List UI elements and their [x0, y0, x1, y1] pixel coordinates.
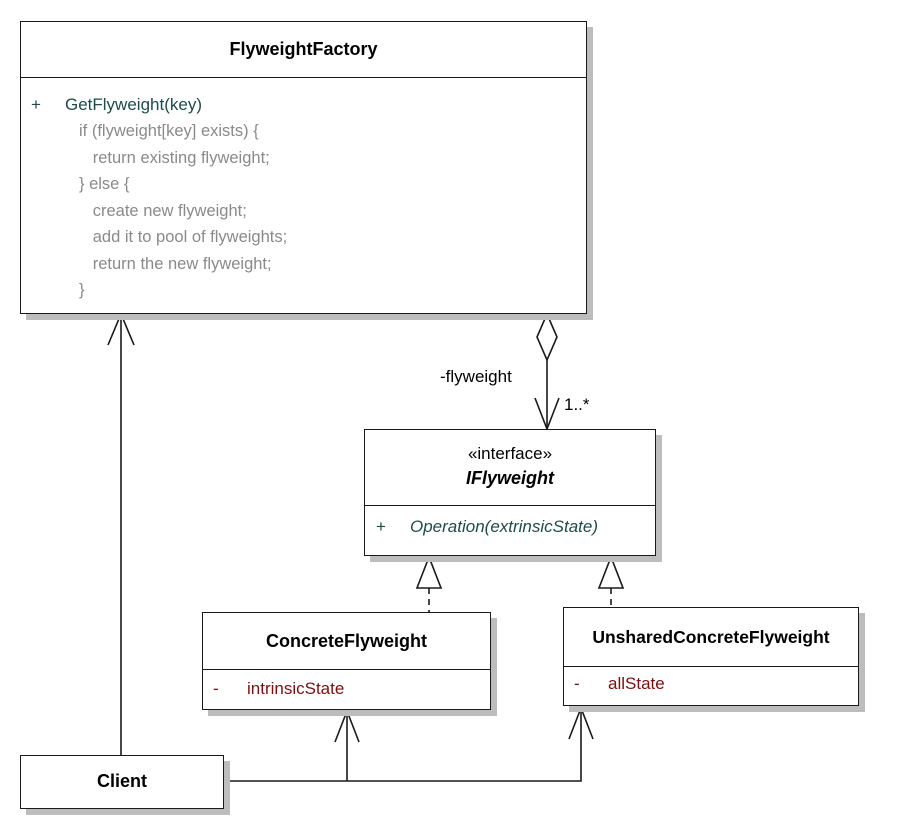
concrete-flyweight-class: ConcreteFlyweight - intrinsicState [202, 612, 491, 710]
attribute-visibility: - [213, 679, 219, 698]
client-factory-association [107, 311, 135, 755]
concrete-attribute: - intrinsicState [203, 670, 490, 702]
attribute-name: intrinsicState [247, 679, 345, 698]
unshared-concrete-flyweight-class: UnsharedConcreteFlyweight - allState [563, 607, 859, 706]
client-flyweight-associations [224, 705, 594, 782]
code-line: return existing flyweight; [79, 148, 270, 167]
client-class: Client [20, 755, 224, 809]
unshared-flyweight-name: UnsharedConcreteFlyweight [592, 627, 830, 647]
code-line: } [79, 281, 85, 299]
code-line: } else { [79, 175, 130, 193]
class-divider [203, 669, 490, 670]
factory-operation: + GetFlyweight(key) [31, 92, 586, 118]
class-divider [564, 666, 858, 667]
association-role-label: -flyweight [440, 367, 512, 386]
factory-operations: + GetFlyweight(key) if (flyweight[key] ex… [21, 78, 586, 304]
client-unshared-line [224, 708, 582, 782]
concrete-flyweight-name: ConcreteFlyweight [265, 631, 428, 651]
client-concrete-arrowhead [334, 708, 360, 743]
factory-code-block: if (flyweight[key] exists) { return exis… [31, 118, 586, 304]
factory-flyweight-aggregation [534, 311, 560, 432]
concrete-realization [415, 554, 443, 612]
code-line: return the new flyweight; [79, 254, 272, 273]
code-line: if (flyweight[key] exists) { [79, 122, 259, 140]
operation-signature: Operation(extrinsicState) [410, 517, 599, 536]
flyweight-factory-name: FlyweightFactory [229, 39, 378, 59]
class-divider [365, 505, 655, 506]
attribute-visibility: - [574, 674, 580, 693]
client-factory-arrowhead [107, 311, 135, 346]
association-multiplicity-label: 1..* [564, 395, 590, 414]
interface-name: IFlyweight [465, 468, 554, 488]
concrete-realization-triangle [415, 554, 443, 589]
class-divider [21, 77, 586, 78]
unshared-realization-triangle [597, 554, 625, 589]
unshared-realization [597, 554, 625, 607]
aggregation-diamond [536, 311, 558, 363]
client-name: Client [96, 771, 147, 791]
flyweight-factory-class: FlyweightFactory + GetFlyweight(key) if (… [20, 21, 587, 314]
client-unshared-arrowhead [568, 705, 594, 740]
unshared-attribute: - allState [564, 667, 858, 697]
operation-visibility: + [376, 517, 386, 536]
interface-stereotype: «interface» [467, 444, 553, 463]
operation-visibility: + [31, 95, 41, 114]
operation-signature: GetFlyweight(key) [65, 95, 202, 114]
iflyweight-interface: «interface» IFlyweight + Operation(extrin… [364, 429, 656, 556]
code-line: create new flyweight; [79, 201, 247, 220]
interface-header: «interface» IFlyweight [365, 430, 655, 505]
attribute-name: allState [608, 674, 665, 693]
code-line: add it to pool of flyweights; [79, 228, 288, 246]
interface-operation: + Operation(extrinsicState) [365, 506, 655, 540]
